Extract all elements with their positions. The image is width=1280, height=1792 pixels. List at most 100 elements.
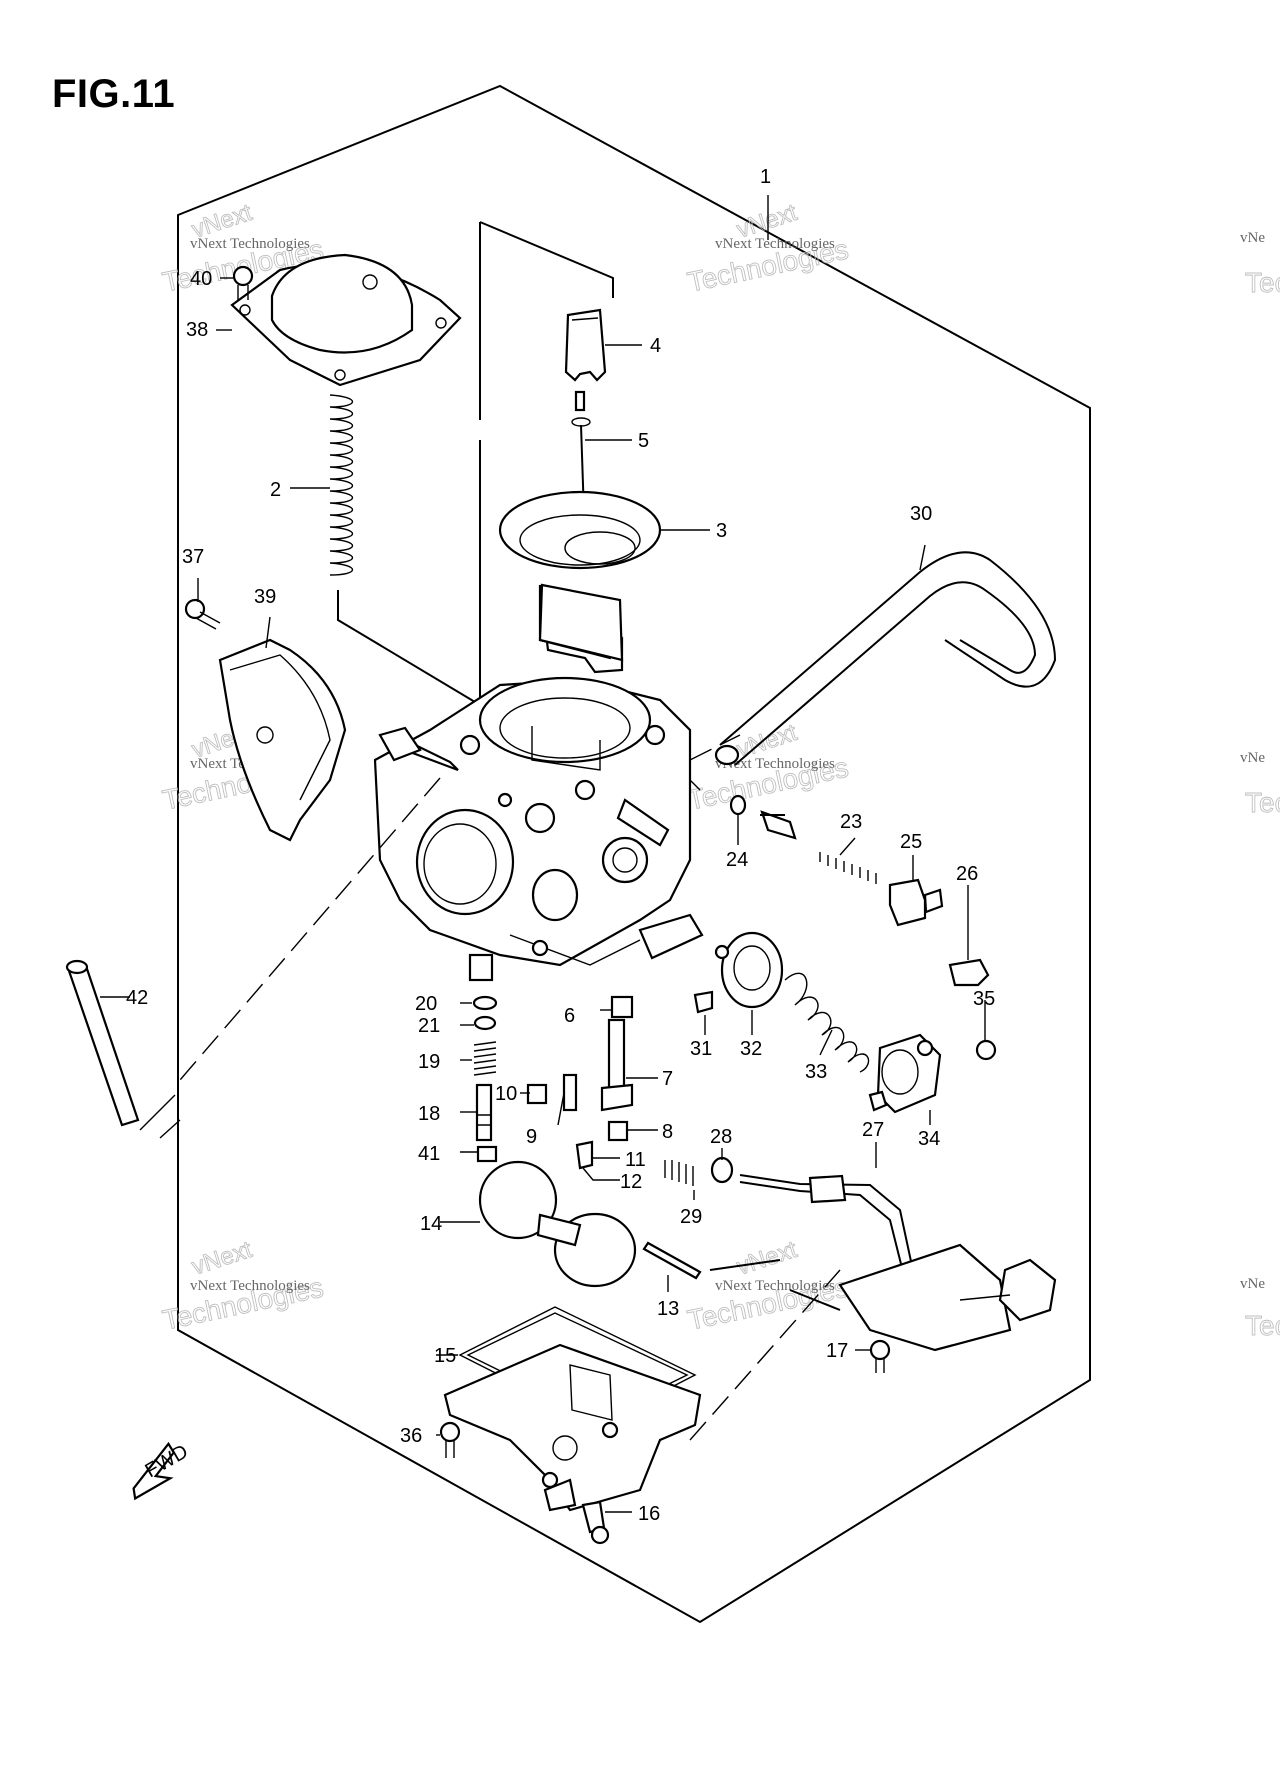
part-16-drain-screw	[581, 1500, 610, 1545]
callout-42: 42	[126, 987, 148, 1009]
part-3-diaphragm-piston	[498, 490, 662, 674]
part-31-bushing	[693, 990, 714, 1014]
figure-title: FIG.11	[52, 72, 176, 116]
callout-6: 6	[564, 1005, 575, 1027]
part-26-cap	[948, 958, 990, 987]
assembly-guide-lines	[179, 734, 841, 1441]
carburetor-body	[373, 676, 704, 982]
callout-23: 23	[840, 811, 862, 833]
callout-31: 31	[690, 1038, 712, 1060]
callout-14: 14	[420, 1213, 442, 1235]
callout-33: 33	[805, 1061, 827, 1083]
callout-27: 27	[862, 1119, 884, 1141]
part-7-needle-jet	[600, 1018, 634, 1112]
part-6-jet	[610, 995, 634, 1019]
watermark-edge: vNe	[1240, 1276, 1265, 1292]
part-13-float-pin	[642, 1241, 702, 1280]
callout-2: 2	[270, 479, 281, 501]
callout-37: 37	[182, 546, 204, 568]
callout-26: 26	[956, 863, 978, 885]
part-41-cap	[476, 1145, 498, 1163]
frame-outline	[139, 84, 1091, 1624]
watermark-caption: vNext Technologies	[715, 756, 835, 772]
part-32-diaphragm	[714, 931, 784, 1009]
part-22-pilot-screw	[760, 810, 797, 840]
callout-29: 29	[680, 1206, 702, 1228]
callout-41: 41	[418, 1143, 440, 1165]
part-30-vent-hose	[714, 551, 1057, 766]
callout-17: 17	[826, 1340, 848, 1362]
leader-lines	[100, 195, 986, 1513]
part-29-spring	[664, 1160, 694, 1186]
watermark-text: vNext	[189, 1236, 256, 1281]
part-8-main-jet	[607, 1120, 629, 1142]
callout-30: 30	[910, 503, 932, 525]
watermark-text: vNext	[734, 1236, 801, 1281]
watermark-caption: vNext Technologies	[715, 236, 835, 252]
part-25-adjuster	[888, 878, 944, 927]
watermark-edge: Tec	[1245, 267, 1280, 298]
part-23-spring	[819, 852, 877, 884]
callout-8: 8	[662, 1121, 673, 1143]
part-18-plunger	[475, 1083, 493, 1142]
callout-20: 20	[415, 993, 437, 1015]
callout-35: 35	[973, 988, 995, 1010]
watermark-caption: vNext Technologies	[715, 1278, 835, 1294]
callout-21: 21	[418, 1015, 440, 1037]
part-19-spring	[473, 1041, 497, 1076]
callout-13: 13	[657, 1298, 679, 1320]
part-40-screw	[232, 265, 254, 300]
part-36-screw	[439, 1421, 461, 1458]
callout-32: 32	[740, 1038, 762, 1060]
part-21-o-ring	[473, 1015, 497, 1031]
part-35-screw	[975, 1039, 997, 1061]
callout-1: 1	[760, 166, 771, 188]
watermark-edge: Tec	[1245, 1310, 1280, 1341]
part-38-top-cover	[230, 253, 462, 387]
callout-39: 39	[254, 586, 276, 608]
callout-10: 10	[495, 1083, 517, 1105]
callout-28: 28	[710, 1126, 732, 1148]
callout-19: 19	[418, 1051, 440, 1073]
part-9-pilot-jet	[562, 1073, 578, 1112]
watermark-edge: Tec	[1245, 787, 1280, 818]
callout-12: 12	[620, 1171, 642, 1193]
part-24-o-ring	[729, 794, 747, 816]
part-20-washer	[472, 995, 498, 1011]
callout-16: 16	[638, 1503, 660, 1525]
fwd-direction-arrow: FWD	[132, 1441, 192, 1501]
callout-38: 38	[186, 319, 208, 341]
callout-36: 36	[400, 1425, 422, 1447]
part-27-starter-cable	[709, 1174, 1057, 1352]
callout-7: 7	[662, 1068, 673, 1090]
part-33-spring	[784, 972, 870, 1073]
part-39-side-cover	[218, 638, 347, 842]
part-17-screw	[869, 1339, 891, 1373]
part-34-cover	[868, 1033, 942, 1114]
callout-4: 4	[650, 335, 661, 357]
callout-40: 40	[190, 268, 212, 290]
callout-18: 18	[418, 1103, 440, 1125]
part-14-float	[478, 1160, 637, 1288]
callout-34: 34	[918, 1128, 940, 1150]
callout-5: 5	[638, 430, 649, 452]
part-4-needle-holder	[564, 308, 607, 382]
watermark-edge: vNe	[1240, 750, 1265, 766]
callout-25: 25	[900, 831, 922, 853]
watermark-caption: vNext Technologies	[190, 1278, 310, 1294]
watermark-caption: vNext Technologies	[190, 236, 310, 252]
callout-3: 3	[716, 520, 727, 542]
callout-labels: 1 2 3 4 5 6 7 8 9 10 11 12 13 14 15 16 1…	[126, 166, 995, 1525]
part-37-screw	[184, 598, 221, 630]
callout-11: 11	[625, 1149, 646, 1171]
callout-24: 24	[726, 849, 748, 871]
watermark-edge: vNe	[1240, 230, 1265, 246]
part-10-plug	[526, 1083, 548, 1105]
part-2-spring	[329, 394, 353, 576]
float-chamber	[443, 1343, 702, 1512]
callout-9: 9	[526, 1126, 537, 1148]
part-11-valve	[575, 1140, 594, 1170]
part-42-drain-tube	[65, 959, 140, 1127]
